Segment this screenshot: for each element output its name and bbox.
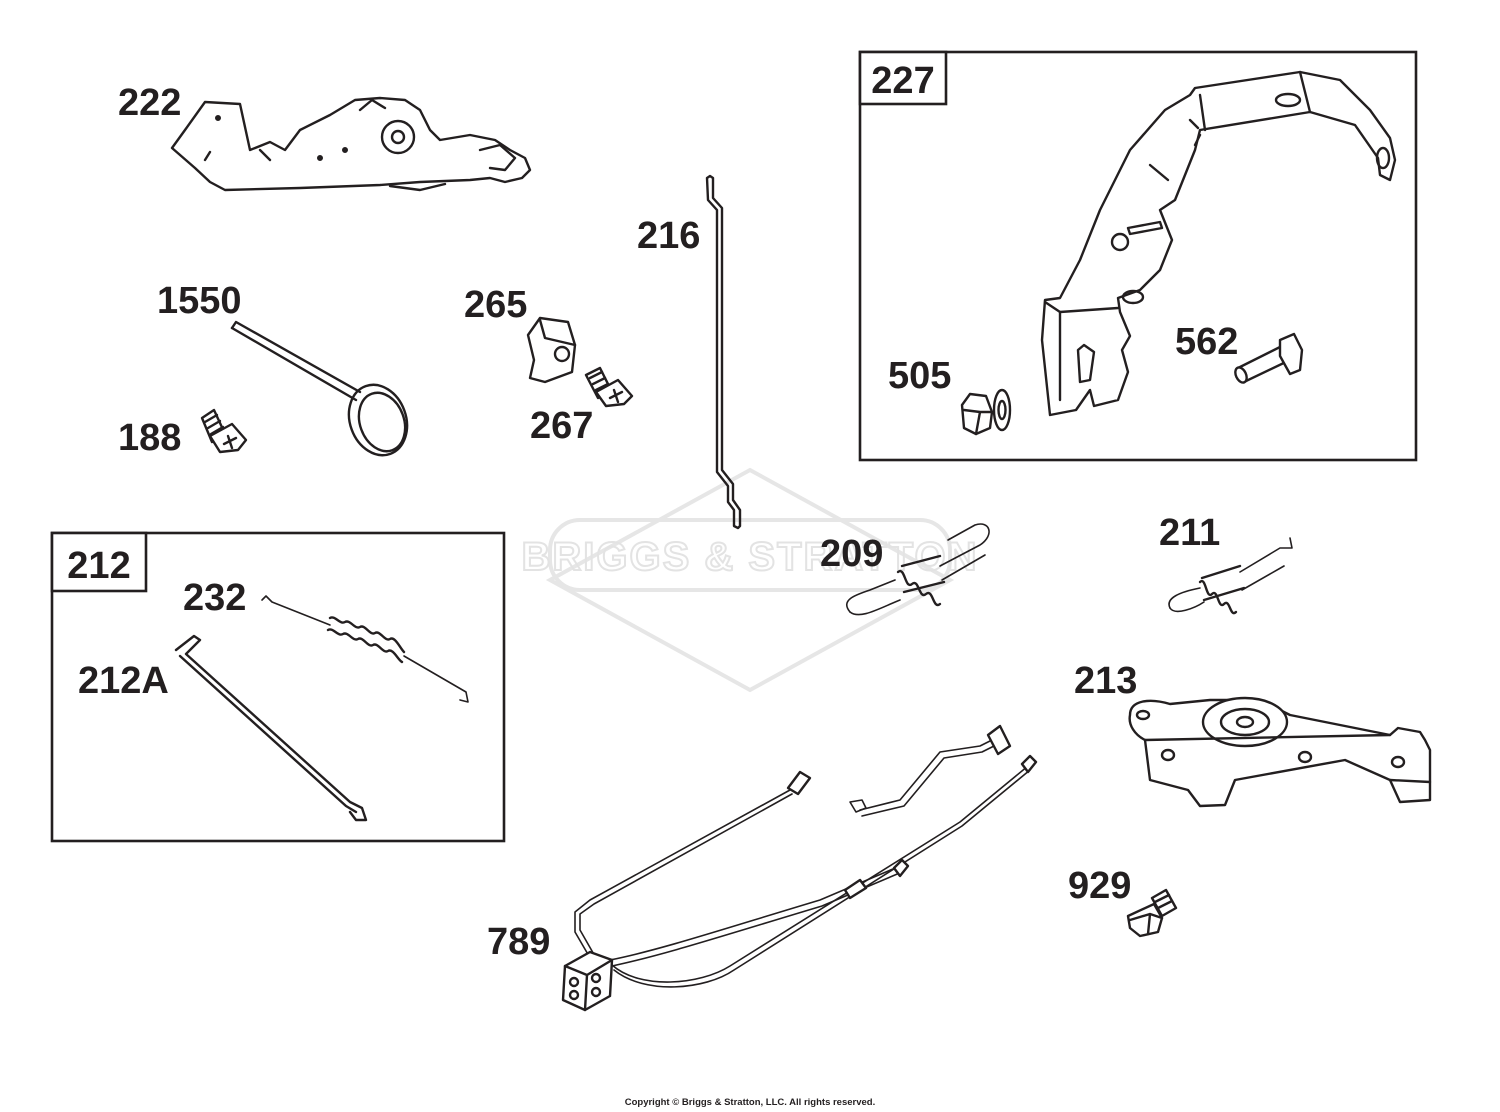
callout-929: 929: [1068, 865, 1131, 907]
part-216-governor-link: [705, 174, 742, 530]
callout-232: 232: [183, 577, 246, 619]
copyright-notice: Copyright © Briggs & Stratton, LLC. All …: [624, 1097, 876, 1108]
callout-789: 789: [487, 921, 550, 963]
part-267-screw: [584, 366, 634, 408]
callout-188: 188: [118, 417, 181, 459]
part-212a-link-rod: [174, 634, 368, 822]
callout-562: 562: [1175, 321, 1238, 363]
part-227-throttle-bracket: [1040, 70, 1397, 417]
group-box-212: 212: [50, 531, 506, 843]
callout-267: 267: [530, 405, 593, 447]
part-211-extension-spring: [1168, 537, 1293, 615]
callout-213: 213: [1074, 660, 1137, 702]
callout-265: 265: [464, 284, 527, 326]
part-222-control-bracket: [170, 96, 532, 192]
part-232-extension-spring: [261, 595, 469, 703]
callout-211: 211: [1159, 512, 1220, 554]
callout-222: 222: [118, 82, 181, 124]
part-213-idler-bracket: [1128, 696, 1432, 808]
watermark-text: BRIGGS & STRATTON: [522, 535, 979, 579]
callout-505: 505: [888, 355, 951, 397]
callout-1550: 1550: [157, 280, 242, 322]
part-188-screw: [200, 408, 248, 454]
callout-216: 216: [637, 215, 700, 257]
part-929-screw: [1126, 888, 1178, 938]
part-265-cable-clamp: [526, 316, 577, 384]
callout-227: 227: [871, 60, 934, 102]
callout-209: 209: [820, 533, 883, 575]
group-box-227: 227: [858, 50, 1418, 462]
callout-212: 212: [67, 545, 130, 587]
part-789-wire-harness: [561, 724, 1038, 1012]
part-562-shoulder-pin: [1234, 332, 1304, 384]
part-505-nut-washer: [960, 388, 1012, 436]
part-1550-spring-rod: [230, 320, 409, 457]
callout-212a: 212A: [78, 660, 169, 702]
briggs-stratton-watermark: BRIGGS & STRATTON: [521, 467, 979, 693]
part-209-extension-spring: [846, 523, 990, 616]
